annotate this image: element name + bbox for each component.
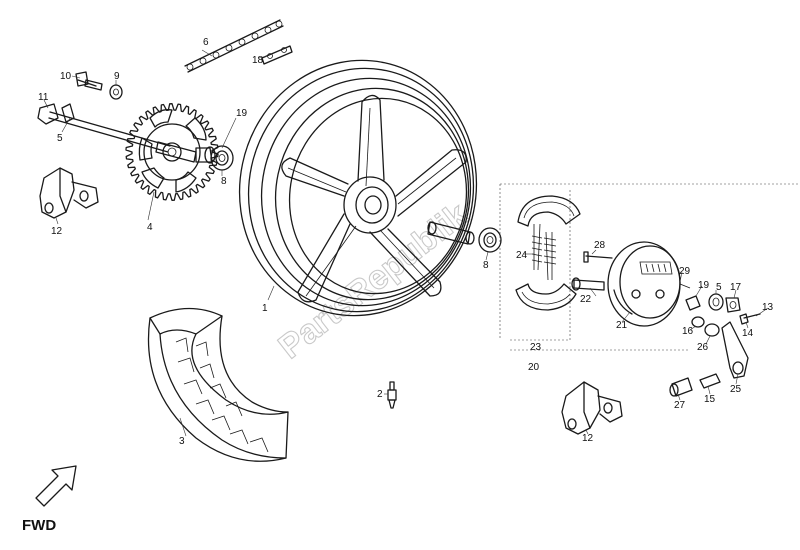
leader-lines bbox=[43, 49, 769, 437]
part-label: 12 bbox=[51, 226, 63, 237]
part-label: 27 bbox=[674, 400, 686, 411]
bearing-left-drawing bbox=[195, 145, 234, 171]
valve-drawing bbox=[387, 381, 397, 409]
part-label: 13 bbox=[762, 302, 774, 313]
part-label: 23 bbox=[530, 342, 542, 353]
hub-small-parts-drawing bbox=[679, 283, 741, 337]
part-label: 20 bbox=[528, 362, 540, 373]
chain-drawing bbox=[184, 19, 293, 73]
part-label: 16 bbox=[682, 326, 694, 337]
part-label: 1 bbox=[262, 303, 268, 314]
part-label: 4 bbox=[147, 222, 153, 233]
part-label: 2 bbox=[377, 389, 383, 400]
brake-shoes-drawing bbox=[499, 183, 800, 351]
part-label: 10 bbox=[60, 71, 72, 82]
brake-arm-drawing bbox=[721, 313, 761, 379]
brake-rod-parts-drawing bbox=[669, 373, 721, 397]
chain-adjuster-right-drawing bbox=[561, 381, 623, 435]
part-label: 18 bbox=[252, 55, 264, 66]
axle-drawing bbox=[37, 71, 197, 163]
tyre-drawing bbox=[147, 307, 289, 462]
watermark: PartsRepublik bbox=[272, 196, 476, 367]
part-label: 14 bbox=[742, 328, 754, 339]
part-label: 15 bbox=[704, 394, 716, 405]
bearing-right-drawing bbox=[427, 221, 502, 253]
part-label: 5 bbox=[57, 133, 63, 144]
part-label: 24 bbox=[516, 250, 528, 261]
sprocket-drawing bbox=[125, 103, 219, 201]
brake-cam-drawing bbox=[571, 251, 613, 291]
fwd-arrow-icon bbox=[35, 465, 77, 507]
part-label: 3 bbox=[179, 436, 185, 447]
part-label: 9 bbox=[114, 71, 120, 82]
part-label: 19 bbox=[698, 280, 710, 291]
part-label: 26 bbox=[697, 342, 709, 353]
part-label: 8 bbox=[221, 176, 227, 187]
part-label: 25 bbox=[730, 384, 742, 395]
part-label: 29 bbox=[679, 266, 691, 277]
part-label: 8 bbox=[483, 260, 489, 271]
brake-plate-drawing bbox=[607, 241, 681, 327]
part-label: 21 bbox=[616, 320, 628, 331]
part-label: 12 bbox=[582, 433, 594, 444]
part-labels: 1 2 3 4 5 5 6 8 8 9 10 11 12 12 13 14 15… bbox=[38, 37, 774, 447]
part-label: 6 bbox=[203, 37, 209, 48]
part-label: 28 bbox=[594, 240, 606, 251]
wheel-rim-drawing bbox=[238, 59, 478, 317]
part-label: 11 bbox=[38, 92, 49, 103]
chain-adjuster-left-drawing bbox=[39, 167, 99, 219]
fwd-label: FWD bbox=[22, 517, 56, 534]
part-label: 22 bbox=[580, 294, 592, 305]
part-label: 5 bbox=[716, 282, 722, 293]
part-label: 17 bbox=[730, 282, 742, 293]
part-label: 19 bbox=[236, 108, 248, 119]
